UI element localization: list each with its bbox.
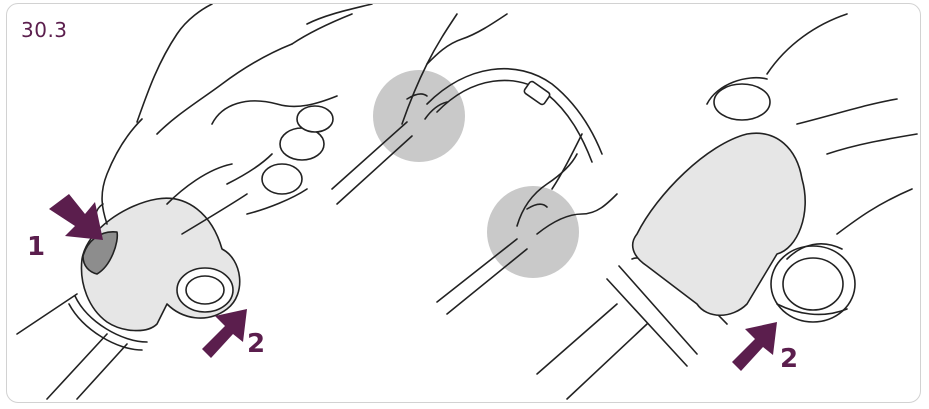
- figure-label: 30.3: [21, 18, 68, 42]
- panel-2: [332, 14, 617, 314]
- magnify-circle-icon: [487, 186, 579, 278]
- press-arrow-1: [49, 194, 103, 240]
- panel-3: [537, 14, 917, 399]
- step-number-2-panel3: 2: [780, 344, 798, 374]
- arrow-icon: [732, 322, 777, 371]
- figure-frame: 30.3 1 2 2: [6, 3, 921, 403]
- step-number-1: 1: [27, 232, 45, 262]
- push-arrow-3: [732, 322, 777, 371]
- step-number-2: 2: [247, 329, 265, 359]
